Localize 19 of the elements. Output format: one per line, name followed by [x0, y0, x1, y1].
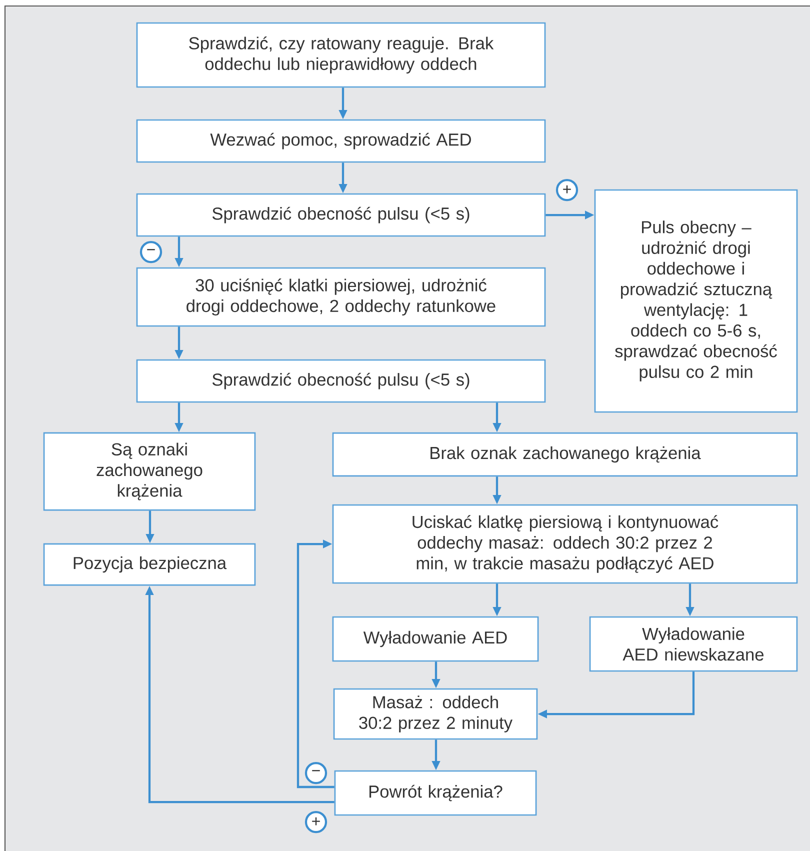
process-box: Powrót krążenia? [334, 770, 537, 816]
edge-label: + [304, 810, 328, 834]
process-box: Puls obecny – udrożnić drogi oddechowe i prowadzić sztuczną wentylację: 1 oddech co 5-6 s, sprawdzać obecność pulsu co 2 min [594, 189, 798, 413]
process-box: Sprawdzić, czy ratowany reaguje. Brak oddechu lub nieprawidłowy oddech [136, 22, 546, 88]
process-box: Sprawdzić obecność pulsu (<5 s) [136, 193, 546, 237]
process-box: Uciskać klatkę piersiową i kontynuować oddechy masaż: oddech 30:2 przez 2 min, w trakcie masażu podłączyć AED [332, 504, 798, 584]
process-box: Sprawdzić obecność pulsu (<5 s) [136, 359, 546, 403]
process-box: Są oznaki zachowanego krążenia [43, 432, 256, 511]
arrow [296, 540, 334, 788]
edge-label: − [140, 240, 162, 264]
process-box: Pozycja bezpieczna [43, 543, 256, 586]
process-box: Brak oznak zachowanego krążenia [332, 432, 798, 477]
process-box: Wezwać pomoc, sprowadzić AED [136, 119, 546, 163]
edge-label: − [304, 762, 328, 784]
process-box: Wyładowanie AED [332, 616, 539, 662]
edge-label: + [556, 178, 578, 202]
process-box: 30 uciśnięć klatki piersiowej, udrożnić drogi oddechowe, 2 oddechy ratunkowe [136, 267, 546, 327]
process-box: Wyładowanie AED niewskazane [589, 616, 798, 672]
process-box: Masaż : oddech 30:2 przez 2 minuty [333, 688, 538, 740]
